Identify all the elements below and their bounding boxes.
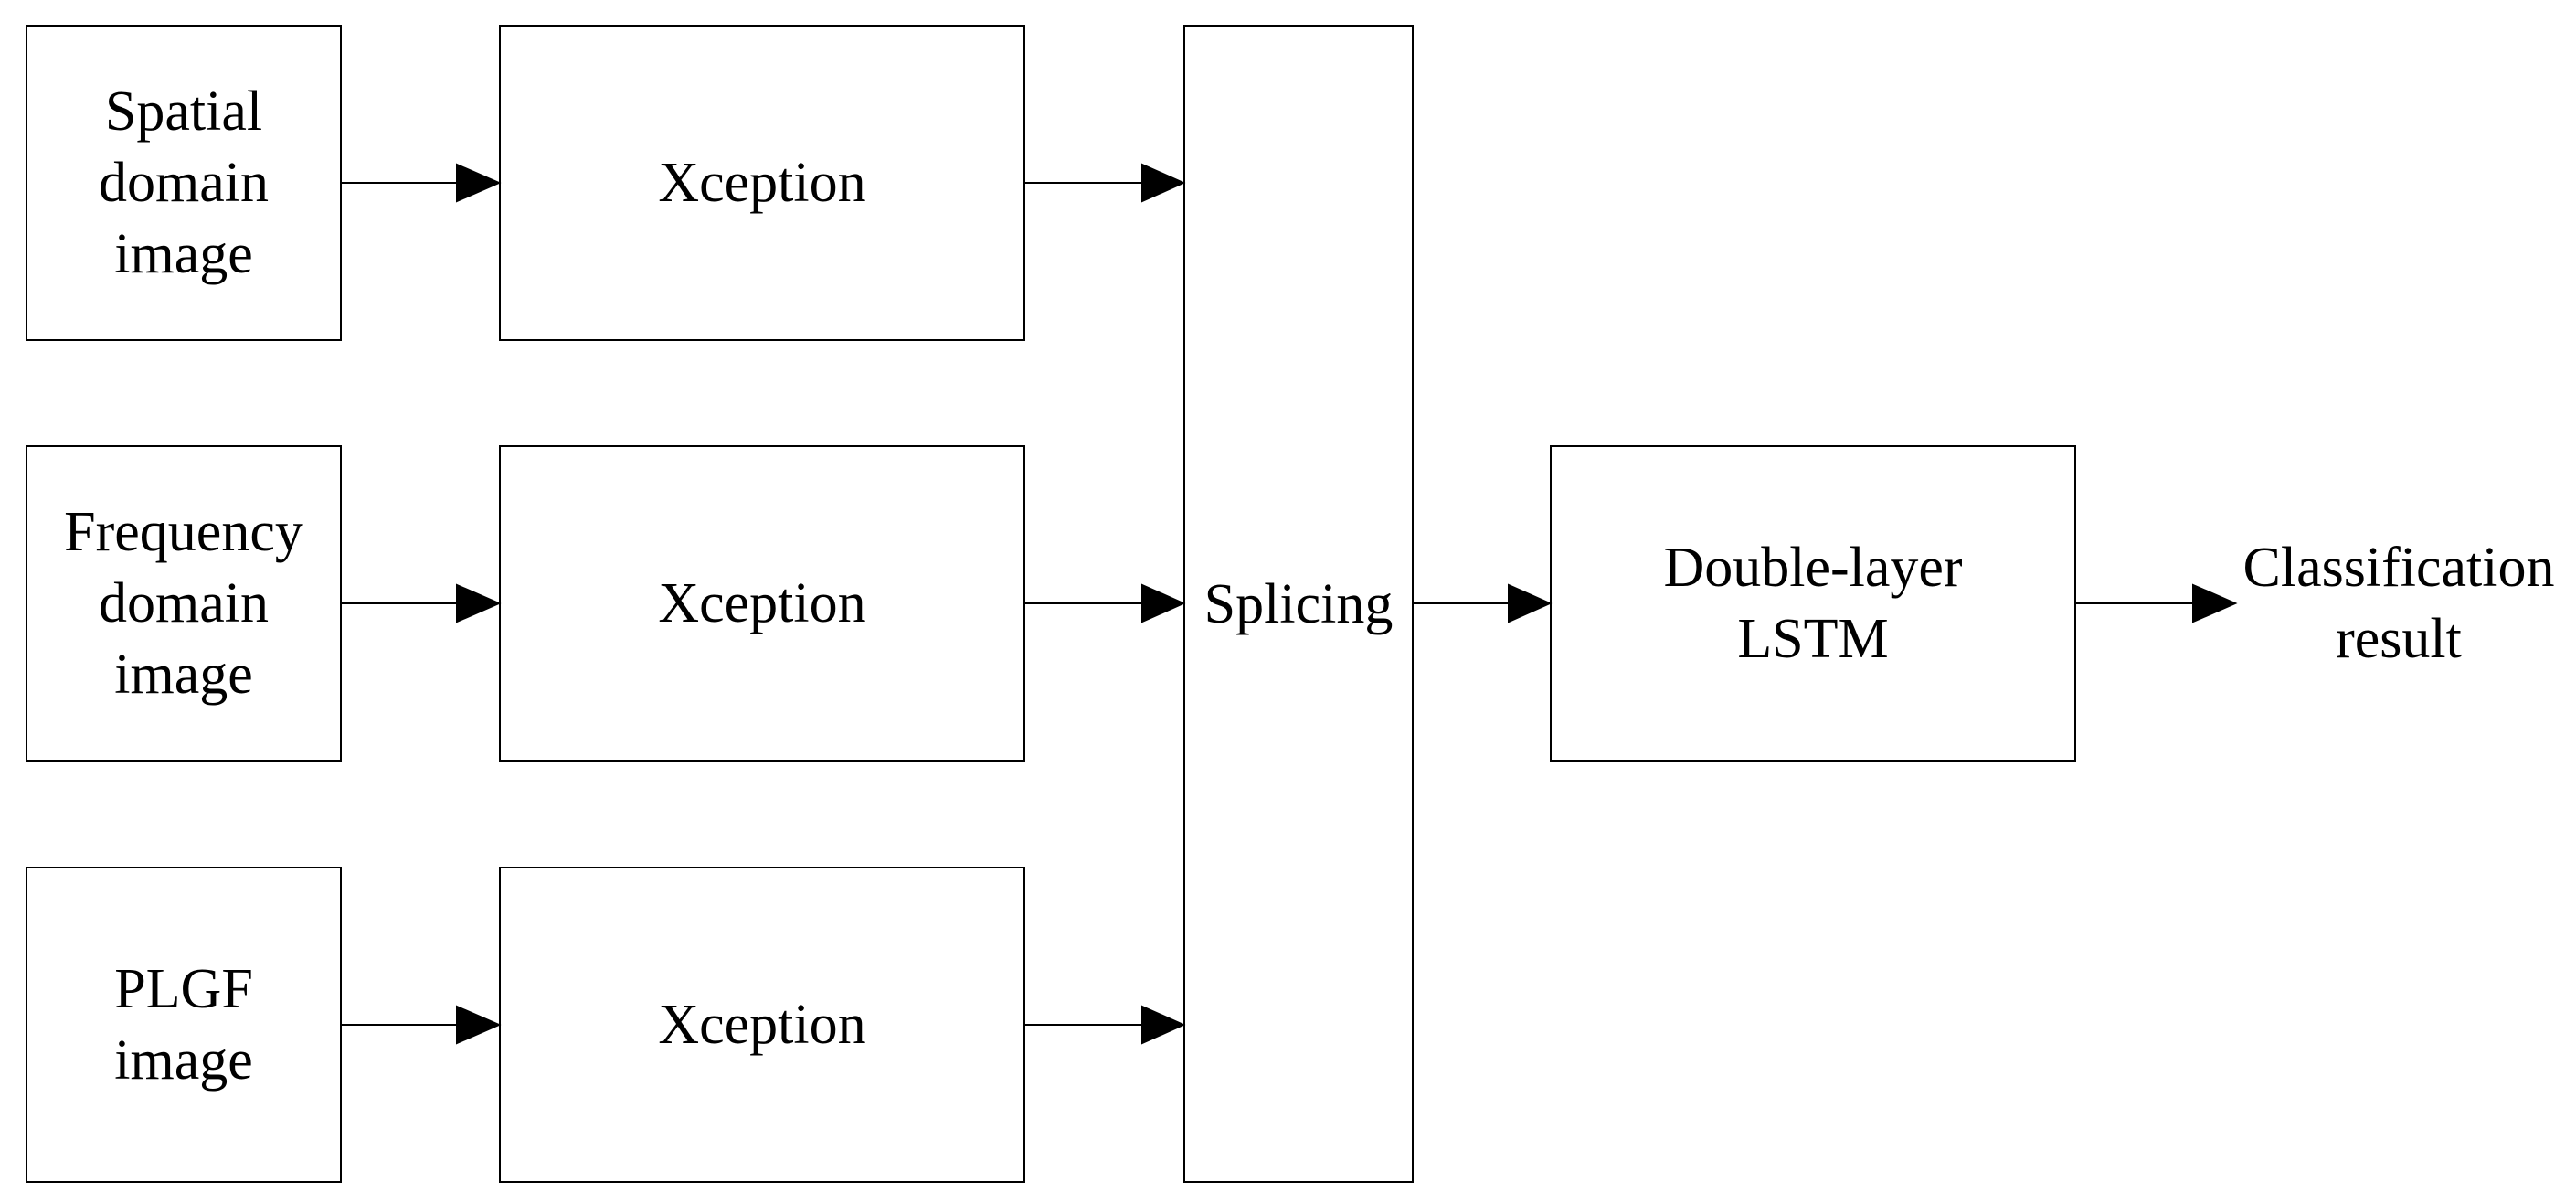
xception-label: Xception — [658, 994, 866, 1056]
input-label-line: domain — [99, 572, 269, 634]
arrowhead-icon — [1141, 1005, 1186, 1045]
arrowhead-icon — [456, 1005, 502, 1045]
splicing-box: Splicing — [1183, 25, 1414, 1183]
input-label-line: image — [114, 223, 253, 285]
output-label-line: result — [2336, 608, 2462, 670]
lstm-box: Double-layer LSTM — [1550, 445, 2076, 762]
input-box-frequency: Frequency domain image — [26, 445, 342, 762]
input-label-line: Spatial — [104, 80, 263, 143]
splicing-label: Splicing — [1203, 572, 1394, 635]
arrowhead-icon — [456, 163, 502, 203]
input-label-line: PLGF — [114, 958, 253, 1020]
classification-result: Classification result — [2230, 532, 2568, 675]
input-label-line: image — [114, 644, 253, 706]
arrowhead-icon — [1141, 583, 1186, 623]
xception-box-3: Xception — [499, 867, 1025, 1183]
xception-label: Xception — [658, 152, 866, 214]
lstm-label-line: LSTM — [1737, 608, 1889, 670]
input-label-line: Frequency — [64, 501, 303, 563]
xception-box-1: Xception — [499, 25, 1025, 341]
lstm-label-line: Double-layer — [1663, 537, 1963, 599]
arrowhead-icon — [1508, 583, 1553, 623]
arrowhead-icon — [1141, 163, 1186, 203]
input-box-plgf: PLGF image — [26, 867, 342, 1183]
input-box-spatial: Spatial domain image — [26, 25, 342, 341]
xception-box-2: Xception — [499, 445, 1025, 762]
input-label-line: image — [114, 1029, 253, 1092]
output-label-line: Classification — [2242, 537, 2555, 599]
xception-label: Xception — [658, 572, 866, 634]
input-label-line: domain — [99, 152, 269, 214]
arrowhead-icon — [456, 583, 502, 623]
